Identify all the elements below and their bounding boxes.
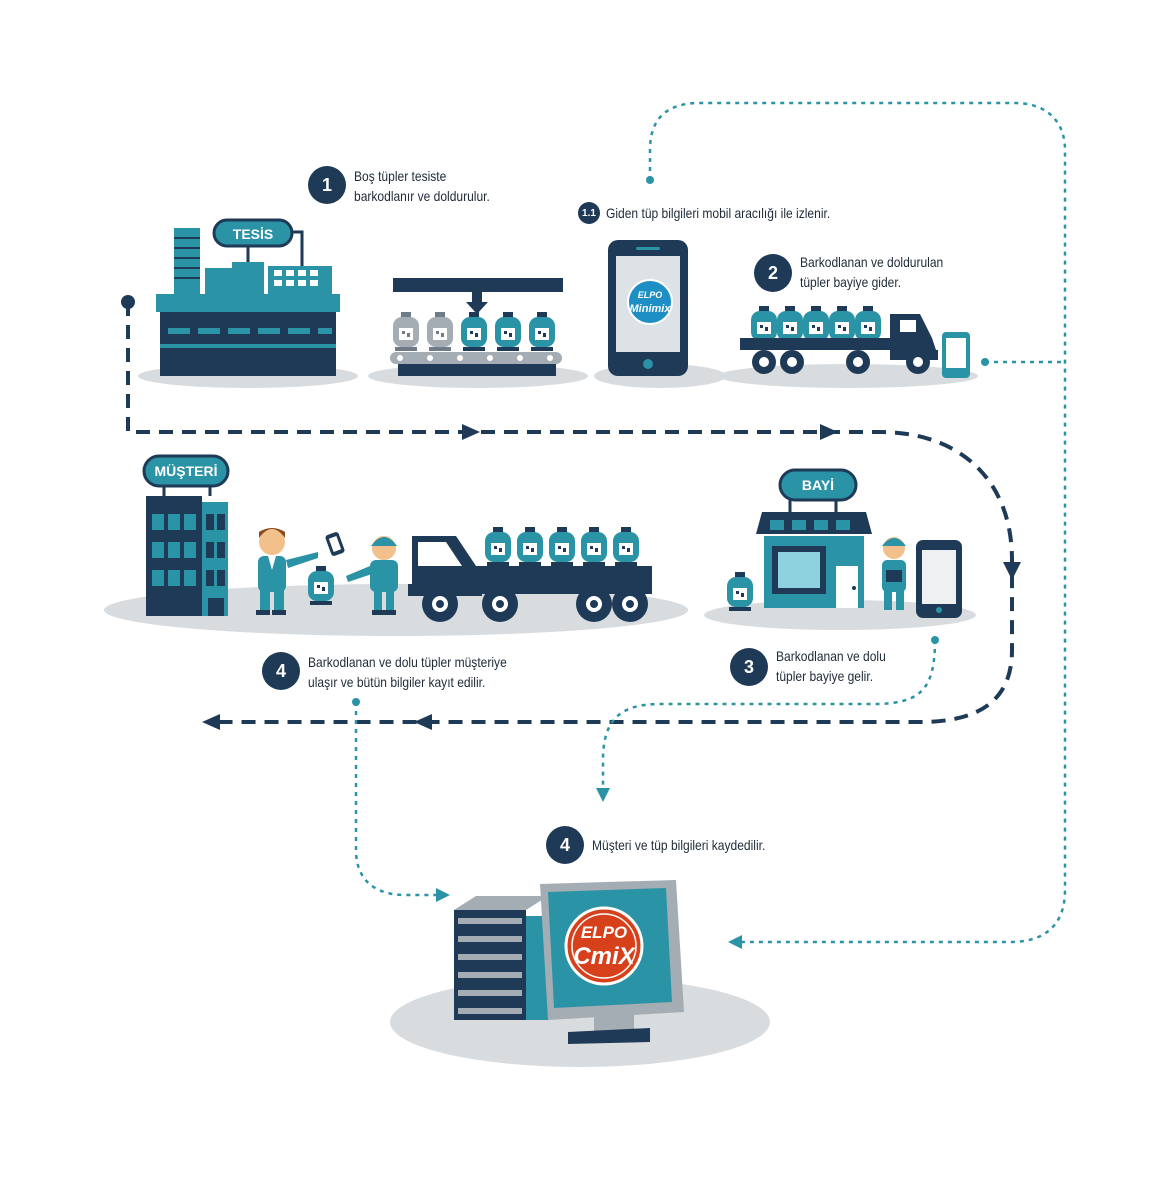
pc-logo-app: CmiX xyxy=(573,943,636,970)
delivery-person xyxy=(325,532,398,615)
step-badge: 1 xyxy=(308,166,346,204)
data-arrow-icon xyxy=(436,888,450,902)
facility-illustration: TESİS xyxy=(138,218,358,388)
flow-arrow-icon xyxy=(1003,562,1021,580)
dealer-illustration: BAYİ xyxy=(704,468,976,630)
step-badge: 4 xyxy=(262,652,300,690)
server-and-computer-illustration: ELPO CmiX xyxy=(390,880,770,1067)
phone-logo-brand: ELPO xyxy=(638,290,663,300)
step-badge: 2 xyxy=(754,254,792,292)
main-flow-path xyxy=(126,302,1014,724)
caption-line: Müşteri ve tüp bilgileri kaydedilir. xyxy=(592,837,766,853)
data-arrow-icon xyxy=(596,788,610,802)
flow-arrow-icon xyxy=(202,714,220,730)
caption-line: Barkodlanan ve doldurulan xyxy=(800,254,944,270)
filling-line-illustration xyxy=(368,278,588,388)
phone-logo-app: Minimix xyxy=(630,303,672,315)
data-arrow-icon xyxy=(728,935,742,949)
pc-logo-brand: ELPO xyxy=(581,923,627,942)
step-caption: Giden tüp bilgileri mobil aracılığı ile … xyxy=(606,203,830,223)
delivery-truck-illustration xyxy=(718,306,978,388)
flow-arrow-icon xyxy=(820,424,838,440)
caption-line: tüpler bayiye gelir. xyxy=(776,668,874,684)
dealer-sign: BAYİ xyxy=(802,477,834,493)
flow-start-dot xyxy=(121,295,135,309)
step-caption: Boş tüpler tesiste barkodlanır ve doldur… xyxy=(354,166,490,206)
caption-line: barkodlanır ve doldurulur. xyxy=(354,188,490,204)
step-caption: Barkodlanan ve dolu tüpler müşteriye ula… xyxy=(308,652,507,692)
facility-sign: TESİS xyxy=(233,226,273,242)
big-truck xyxy=(408,527,652,622)
customer-delivery-illustration: MÜŞTERİ xyxy=(104,454,688,636)
flow-arrow-icon xyxy=(414,714,432,730)
step-badge: 3 xyxy=(730,648,768,686)
step-caption: Müşteri ve tüp bilgileri kaydedilir. xyxy=(592,835,765,855)
caption-line: Boş tüpler tesiste xyxy=(354,168,447,184)
caption-line: Barkodlanan ve dolu tüpler müşteriye xyxy=(308,654,507,670)
customer-person xyxy=(256,528,318,615)
step-caption: Barkodlanan ve dolu tüpler bayiye gelir. xyxy=(776,646,886,686)
flow-arrow-icon xyxy=(462,424,480,440)
caption-line: ulaşır ve bütün bilgiler kayıt edilir. xyxy=(308,674,486,690)
mobile-tracking-illustration: ELPO Minimix xyxy=(594,240,726,388)
caption-line: Giden tüp bilgileri mobil aracılığı ile … xyxy=(606,205,831,221)
step-badge: 1.1 xyxy=(578,202,600,224)
customer-sign: MÜŞTERİ xyxy=(155,463,218,479)
step-caption: Barkodlanan ve doldurulan tüpler bayiye … xyxy=(800,252,943,292)
data-flow-path xyxy=(354,101,1067,944)
step-badge: 4 xyxy=(546,826,584,864)
caption-line: Barkodlanan ve dolu xyxy=(776,648,886,664)
caption-line: tüpler bayiye gider. xyxy=(800,274,902,290)
